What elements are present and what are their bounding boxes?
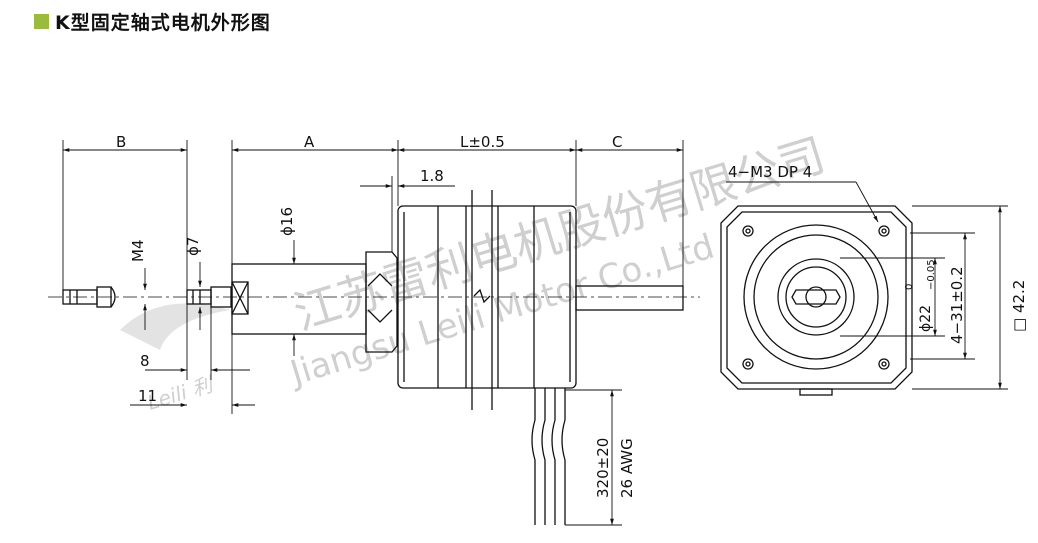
watermark: 江苏雷利电机股份有限公司 Jiangsu Leili Motor Co.,Ltd… bbox=[120, 127, 831, 415]
top-dimensions bbox=[62, 140, 684, 290]
square-size-label: □ 42.2 bbox=[1010, 280, 1028, 332]
front-view-dimensions bbox=[726, 181, 1008, 390]
dim-flange-offset-label: 1.8 bbox=[420, 167, 444, 185]
hole-pitch-label: 4−31±0.2 bbox=[948, 266, 966, 344]
dim-c-label: C bbox=[612, 133, 622, 151]
pilot-tol-upper-label: 0 bbox=[904, 284, 915, 290]
lead-length-label: 320±20 bbox=[594, 438, 612, 498]
heading-marker bbox=[34, 14, 49, 29]
dim-b-label: B bbox=[116, 133, 126, 151]
wire-gauge-label: 26 AWG bbox=[618, 438, 636, 498]
motor-body bbox=[397, 190, 684, 525]
lead-dimensions bbox=[565, 389, 622, 526]
page-heading: K型固定轴式电机外形图 bbox=[34, 8, 271, 35]
pilot-tol-lower-label: −0.05 bbox=[926, 259, 937, 290]
hole-spec-label: 4−M3 DP 4 bbox=[728, 163, 812, 181]
dim-a-label: A bbox=[304, 133, 315, 151]
left-vertical-dimensions bbox=[130, 240, 296, 414]
dim-d7-label: ϕ7 bbox=[184, 237, 202, 256]
dim-l-label: L±0.5 bbox=[460, 133, 505, 151]
page-title: K型固定轴式电机外形图 bbox=[55, 12, 271, 34]
pilot-dia-label: ϕ22 bbox=[918, 305, 934, 332]
dim-d16-label: ϕ16 bbox=[278, 207, 296, 236]
dim-m4-label: M4 bbox=[129, 240, 147, 263]
dim-nut-width-label: 8 bbox=[140, 352, 150, 370]
screw-part bbox=[62, 251, 398, 353]
dim-nut-offset-label: 11 bbox=[138, 387, 157, 405]
front-view bbox=[720, 205, 913, 396]
watermark-logo bbox=[120, 303, 230, 350]
